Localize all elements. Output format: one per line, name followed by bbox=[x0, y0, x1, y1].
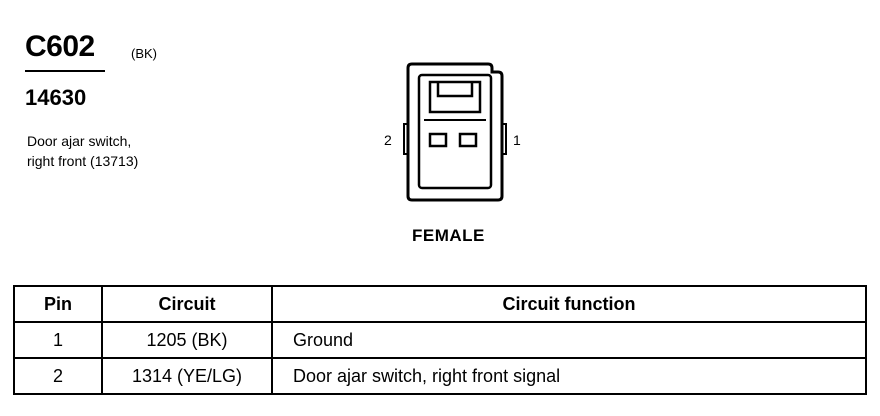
pin-table: Pin Circuit Circuit function 1 1205 (BK)… bbox=[13, 285, 867, 395]
column-header-circuit-function: Circuit function bbox=[271, 285, 867, 323]
cell-pin: 1 bbox=[13, 321, 103, 359]
cell-circuit-function: Ground bbox=[271, 321, 867, 359]
connector-housing-outer bbox=[406, 62, 504, 202]
connector-side-bump-right bbox=[502, 123, 507, 155]
component-description-line-2: right front (13713) bbox=[27, 153, 139, 169]
cell-circuit: 1205 (BK) bbox=[101, 321, 273, 359]
component-description-line-1: Door ajar switch, bbox=[27, 133, 132, 149]
pin-cavity-1 bbox=[458, 132, 478, 148]
connector-latch bbox=[428, 80, 482, 114]
cell-circuit-function: Door ajar switch, right front signal bbox=[271, 357, 867, 395]
table-row: 1 1205 (BK) Ground bbox=[13, 321, 867, 359]
column-header-pin: Pin bbox=[13, 285, 103, 323]
connector-id-underline bbox=[25, 70, 105, 72]
pin-label-right: 1 bbox=[513, 132, 521, 148]
connector-side-bump-left bbox=[403, 123, 408, 155]
connector-housing-inner bbox=[417, 73, 493, 190]
column-header-circuit: Circuit bbox=[101, 285, 273, 323]
table-row: 2 1314 (YE/LG) Door ajar switch, right f… bbox=[13, 357, 867, 395]
table-header-row: Pin Circuit Circuit function bbox=[13, 285, 867, 323]
connector-gender-label: FEMALE bbox=[412, 226, 485, 245]
pin-label-left: 2 bbox=[384, 132, 392, 148]
connector-face-drawing bbox=[403, 62, 507, 202]
connector-color: (BK) bbox=[131, 46, 157, 61]
cell-circuit: 1314 (YE/LG) bbox=[101, 357, 273, 395]
pin-cavity-2 bbox=[428, 132, 448, 148]
connector-id: C602 bbox=[25, 30, 95, 63]
part-number: 14630 bbox=[25, 85, 87, 110]
cell-pin: 2 bbox=[13, 357, 103, 395]
